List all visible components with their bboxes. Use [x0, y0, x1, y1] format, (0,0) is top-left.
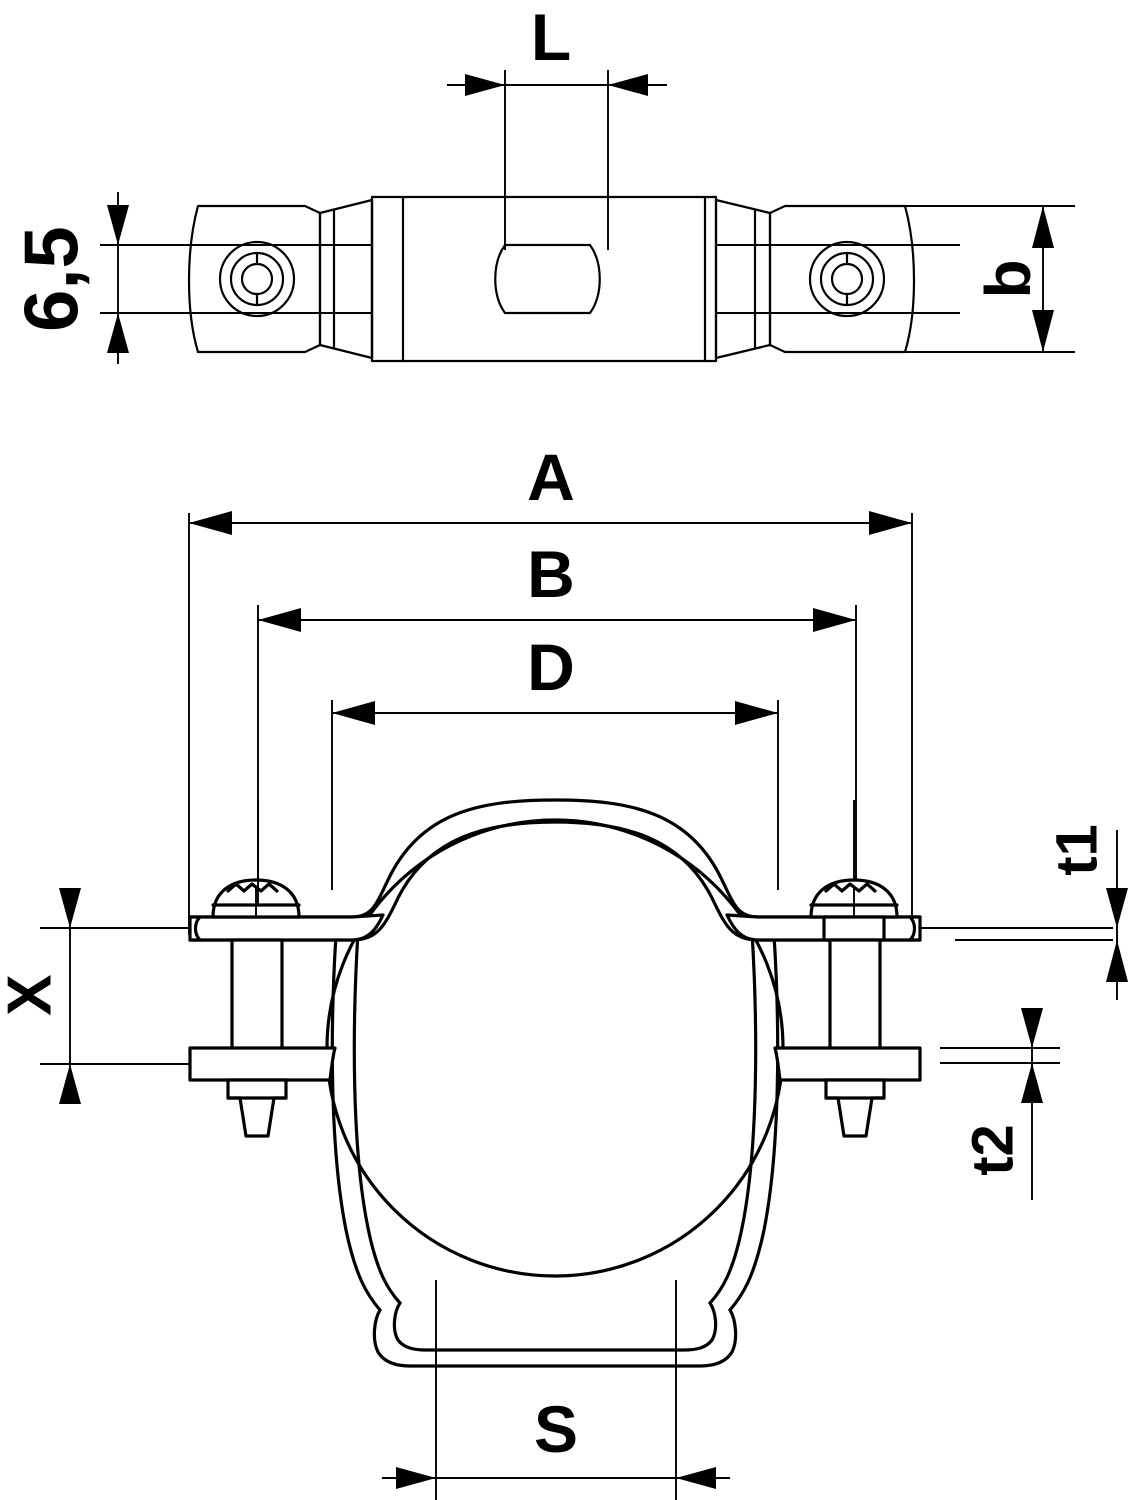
pipe-circle	[325, 818, 785, 1278]
screw-boss-inner-circle	[240, 262, 274, 296]
right-screw-nut	[824, 1078, 886, 1138]
top-view	[100, 195, 960, 363]
screw-boss-inner-circle	[830, 262, 864, 296]
top-view-left-wing	[187, 204, 322, 354]
clamp-foot-outer	[372, 1308, 738, 1368]
dim-t2-arrow-top	[1021, 1008, 1043, 1048]
top-view-body	[370, 195, 718, 363]
dim-L-arrow-right	[608, 74, 648, 96]
dim-label-b: b	[972, 259, 1044, 298]
dim-A-arrow-right	[869, 511, 912, 535]
dim-D-arrow-right	[735, 701, 778, 725]
top-view-center-slot	[494, 243, 601, 315]
dimension-B: B	[257, 537, 857, 905]
dimension-6-5: 6,5	[10, 192, 129, 364]
dim-S-arrow-left	[396, 1467, 436, 1489]
dim-L-arrow-left	[465, 74, 505, 96]
right-screw-shank	[828, 938, 882, 1062]
dim-B-arrow-left	[258, 608, 301, 632]
dimension-t2: t2	[961, 1008, 1043, 1200]
dimension-X: X	[0, 888, 81, 1104]
top-view-right-transition	[714, 198, 772, 360]
screw-boss-outer-circle	[218, 240, 296, 318]
clamp-foot-inner	[392, 1301, 718, 1352]
dim-t1-arrow-top	[1106, 888, 1128, 928]
clamp-left-strap-outer	[330, 933, 382, 1312]
dim-b-arrow-bottom	[1032, 310, 1054, 352]
dim-label-A: A	[527, 440, 575, 514]
right-upper-flange-edge	[908, 915, 917, 942]
clamp-left-strap-inner	[352, 930, 402, 1305]
left-upper-flange	[188, 913, 385, 942]
dim-t1-arrow-bottom	[1106, 940, 1128, 982]
top-view-left-screw-boss	[218, 240, 296, 318]
dimension-t1: t1	[1045, 824, 1128, 1000]
dim-X-arrow-top	[59, 888, 81, 928]
dim-label-t2: t2	[961, 1124, 1026, 1176]
right-screw-collar	[822, 915, 886, 942]
left-screw-head-slot	[226, 882, 279, 893]
dimension-D: D	[331, 630, 779, 890]
dim-D-arrow-left	[332, 701, 375, 725]
dimension-b: b	[902, 205, 1075, 353]
dim-65-arrow-top	[107, 205, 129, 245]
dim-label-S: S	[534, 1392, 578, 1466]
screw-boss-outer-circle	[808, 240, 886, 318]
right-lower-flange	[773, 1046, 922, 1082]
dim-label-6-5: 6,5	[10, 226, 95, 332]
left-lower-flange	[188, 1046, 337, 1082]
dim-label-L: L	[531, 0, 571, 74]
dim-label-B: B	[527, 537, 575, 611]
dim-t2-arrow-bottom	[1021, 1063, 1043, 1103]
clamp-band-inner	[188, 820, 922, 942]
right-screw-head-slot	[824, 882, 877, 893]
dim-b-arrow-top	[1032, 206, 1054, 248]
left-screw-nut	[226, 1078, 288, 1138]
dim-label-t1: t1	[1045, 824, 1110, 876]
clamp-right-strap-outer	[728, 933, 780, 1312]
dim-65-arrow-bottom	[107, 313, 129, 353]
front-view	[188, 798, 922, 1368]
dim-X-arrow-bottom	[59, 1064, 81, 1104]
left-screw-shank	[230, 938, 284, 1062]
dim-A-arrow-left	[189, 511, 232, 535]
dimension-A: A	[188, 440, 913, 935]
dim-label-D: D	[527, 630, 575, 704]
dimension-S: S	[382, 1280, 730, 1500]
dimension-L: L	[447, 0, 667, 250]
clamp-right-strap-inner	[708, 930, 758, 1305]
clamp-band-outer	[188, 798, 922, 919]
dim-S-arrow-right	[676, 1467, 716, 1489]
dim-label-X: X	[0, 974, 65, 1015]
dim-B-arrow-right	[813, 608, 856, 632]
top-view-right-screw-boss	[808, 240, 886, 318]
left-upper-flange-edge	[193, 915, 202, 942]
top-view-right-wing	[768, 204, 916, 354]
top-view-left-transition	[318, 198, 374, 360]
